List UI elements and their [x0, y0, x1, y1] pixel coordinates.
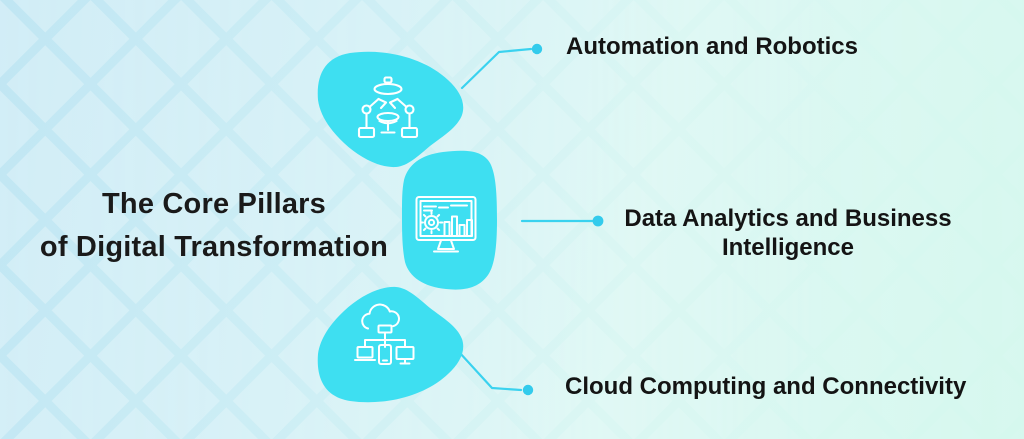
cloud-network-icon [354, 303, 415, 365]
pillar-blob-automation [317, 51, 464, 168]
page-title: The Core Pillars of Digital Transformati… [14, 183, 414, 269]
analytics-monitor-icon [415, 196, 477, 253]
pillar-label-data-analytics: Data Analytics and Business Intelligence [598, 204, 978, 262]
connector-dot-data-analytics [592, 215, 604, 227]
connector-dot-automation [531, 43, 543, 55]
robot-arms-icon [357, 76, 419, 139]
connector-line-cloud [457, 350, 523, 392]
pillar-label-cloud: Cloud Computing and Connectivity [565, 373, 967, 400]
page-title-line1: The Core Pillars [102, 188, 326, 220]
page-title-line2: of Digital Transformation [39, 231, 389, 263]
pillar-blob-data-analytics [402, 150, 497, 290]
pillar-label-data-analytics-line1: Data Analytics and Business [624, 205, 952, 232]
connector-dot-cloud [522, 384, 534, 396]
connector-line-automation [460, 47, 533, 90]
pillar-label-automation: Automation and Robotics [566, 33, 858, 60]
pillar-label-data-analytics-line2: Intelligence [721, 234, 855, 261]
